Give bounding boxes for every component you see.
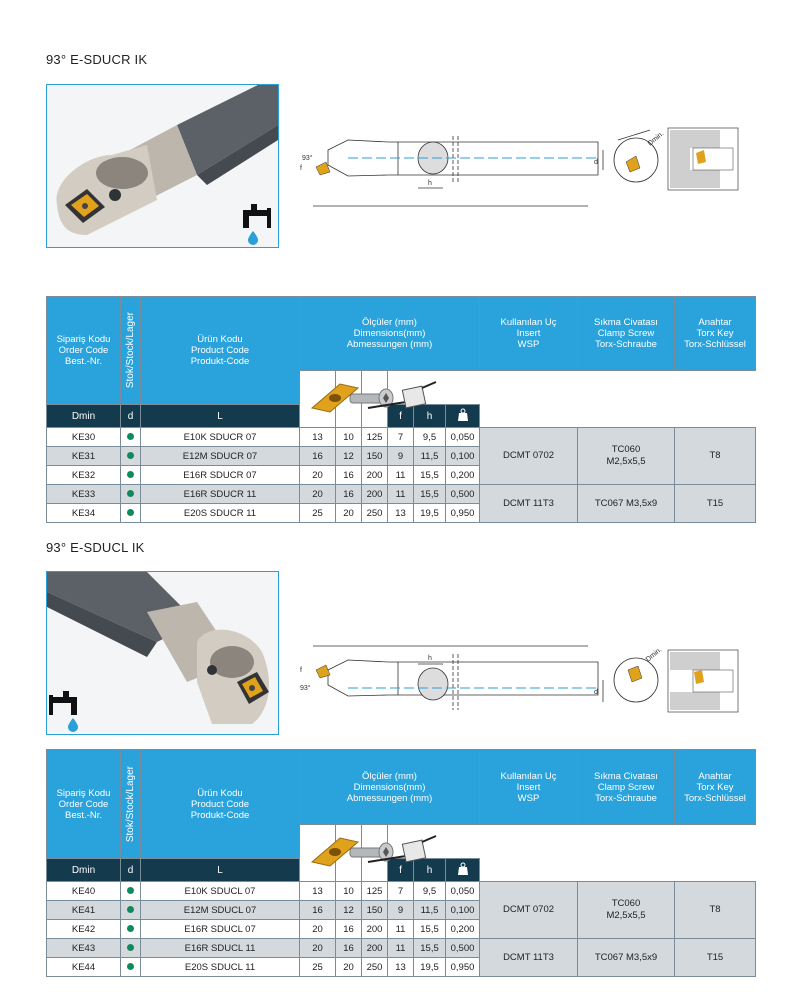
- dim-col-h: h: [413, 858, 446, 882]
- table-row: KE33 E16R SDUCR 11 20 16 200 11 15,5 0,5…: [46, 484, 756, 523]
- insert-group-2: DCMT 11T3: [479, 938, 578, 977]
- header-stock: Stok/Stock/Lager: [120, 296, 141, 405]
- table-row: KE32 E16R SDUCR 07 20 16 200 11 15,5 0,2…: [46, 465, 756, 485]
- dim-col-dmin: Dmin: [46, 858, 121, 882]
- header-key: Anahtar Torx Key Torx-Schlüssel: [674, 296, 756, 371]
- header-key: Anahtar Torx Key Torx-Schlüssel: [674, 749, 756, 825]
- weight-icon: [445, 858, 480, 882]
- clamp-screw-image: [335, 824, 394, 882]
- header-clamp-screw: Sıkma Civatası Clamp Screw Torx-Schraube: [577, 749, 675, 825]
- label-dmin: Dmin.: [645, 646, 664, 663]
- dim-col-dmin: Dmin: [46, 404, 121, 428]
- in-stock-dot-icon: [127, 962, 134, 970]
- table-row: KE44 E20S SDUCL 11 25 20 250 13 19,5 0,9…: [46, 957, 756, 977]
- torx-key-image: [361, 824, 437, 882]
- weight-icon: [445, 404, 480, 428]
- screw-group-2: TC067 M3,5x9: [577, 484, 675, 523]
- tool-photo-sducr: [46, 84, 279, 248]
- in-stock-dot-icon: [127, 432, 134, 440]
- in-stock-dot-icon: [127, 470, 134, 478]
- dim-col-d: d: [120, 858, 141, 882]
- screw-group-1: TC060 M2,5x5,5: [577, 881, 675, 939]
- insert-image: [299, 370, 360, 428]
- screw-group-2: TC067 M3,5x9: [577, 938, 675, 977]
- header-order-code: Sipariş Kodu Order Code Best.-Nr.: [46, 749, 121, 859]
- header-stock: Stok/Stock/Lager: [120, 749, 141, 859]
- in-stock-dot-icon: [127, 924, 134, 932]
- label-angle: 93°: [302, 154, 313, 162]
- header-order-code: Sipariş Kodu Order Code Best.-Nr.: [46, 296, 121, 405]
- clamp-screw-image: [335, 370, 394, 428]
- spec-table-sducr: Sipariş Kodu Order Code Best.-Nr. Stok/S…: [46, 296, 756, 523]
- spec-table-sducl: Sipariş Kodu Order Code Best.-Nr. Stok/S…: [46, 749, 756, 977]
- header-insert: Kullanılan Uç Insert WSP: [479, 296, 578, 371]
- table-row: KE34 E20S SDUCR 11 25 20 250 13 19,5 0,9…: [46, 503, 756, 523]
- header-dimensions: Ölçüler (mm) Dimensions(mm) Abmessungen …: [299, 296, 480, 371]
- header-product-code: Ürün Kodu Product Code Produkt-Code: [140, 749, 300, 859]
- dim-col-l: L: [140, 404, 300, 428]
- key-group-1: T8: [674, 881, 756, 939]
- in-stock-dot-icon: [127, 943, 134, 951]
- in-stock-dot-icon: [127, 489, 134, 497]
- label-h: h: [428, 655, 432, 662]
- in-stock-dot-icon: [127, 451, 134, 459]
- key-group-2: T15: [674, 938, 756, 977]
- table-row: KE30 E10K SDUCR 07 13 10 125 7 9,5 0,050…: [46, 427, 756, 485]
- insert-group-1: DCMT 0702: [479, 427, 578, 485]
- dim-col-l: L: [140, 858, 300, 882]
- tool-photo-sducl: [46, 571, 279, 735]
- label-f: f: [300, 165, 302, 172]
- label-dmin: Dmin.: [647, 130, 666, 147]
- dim-col-d: d: [120, 404, 141, 428]
- table-row: KE43 E16R SDUCL 11 20 16 200 11 15,5 0,5…: [46, 938, 756, 977]
- header-clamp-screw: Sıkma Civatası Clamp Screw Torx-Schraube: [577, 296, 675, 371]
- section-title-sducl: 93° E-SDUCL IK: [46, 540, 145, 555]
- insert-group-1: DCMT 0702: [479, 881, 578, 939]
- header-dimensions: Ölçüler (mm) Dimensions(mm) Abmessungen …: [299, 749, 480, 825]
- label-h: h: [428, 180, 432, 187]
- in-stock-dot-icon: [127, 905, 134, 913]
- label-d: d: [594, 689, 598, 696]
- screw-group-1: TC060 M2,5x5,5: [577, 427, 675, 485]
- coolant-tap-icon: [49, 691, 78, 732]
- header-product-code: Ürün Kodu Product Code Produkt-Code: [140, 296, 300, 405]
- key-group-2: T15: [674, 484, 756, 523]
- technical-drawing-sducr: f 93° h d Dmin.: [288, 120, 748, 220]
- label-d: d: [594, 159, 598, 166]
- in-stock-dot-icon: [127, 886, 134, 894]
- label-angle: 93°: [300, 684, 311, 692]
- header-insert: Kullanılan Uç Insert WSP: [479, 749, 578, 825]
- table-row: KE40 E10K SDUCL 07 13 10 125 7 9,5 0,050…: [46, 881, 756, 939]
- coolant-tap-icon: [243, 204, 271, 245]
- technical-drawing-sducl: f 93° h d Dmin.: [288, 640, 748, 720]
- torx-key-image: [361, 370, 437, 428]
- insert-group-2: DCMT 11T3: [479, 484, 578, 523]
- insert-image: [299, 824, 360, 882]
- table-row: KE42 E16R SDUCL 07 20 16 200 11 15,5 0,2…: [46, 919, 756, 939]
- key-group-1: T8: [674, 427, 756, 485]
- section-title-sducr: 93° E-SDUCR IK: [46, 52, 148, 67]
- label-f: f: [300, 667, 302, 674]
- in-stock-dot-icon: [127, 508, 134, 516]
- table-row: KE31 E12M SDUCR 07 16 12 150 9 11,5 0,10…: [46, 446, 756, 466]
